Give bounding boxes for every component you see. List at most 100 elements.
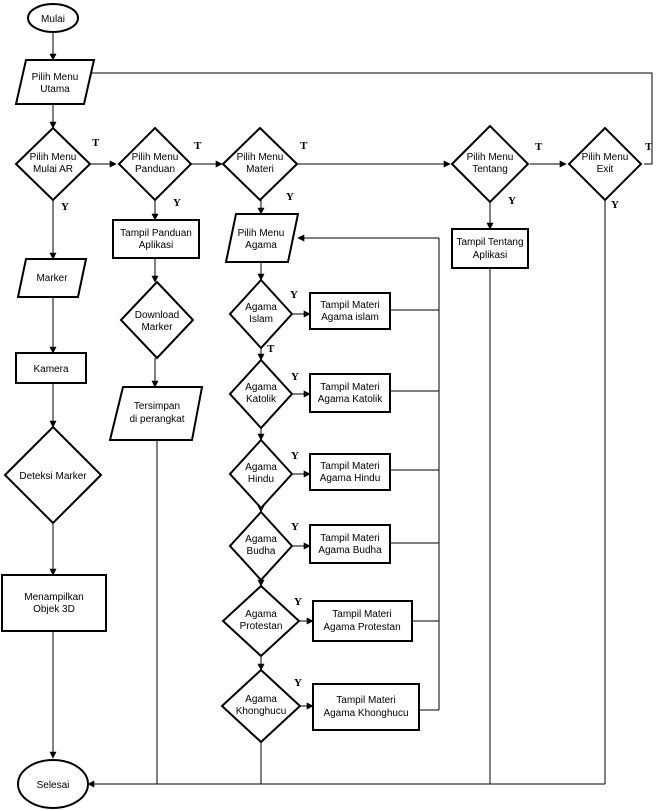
label-t-mulaiar: T — [92, 137, 100, 149]
marker-input: Marker — [16, 258, 88, 298]
label-y-protestan: Y — [294, 596, 302, 608]
tampil-tentang-process: Tampil Tentang Aplikasi — [451, 228, 529, 269]
svg-text:Pilih Menu: Pilih Menu — [237, 152, 284, 163]
decision-katolik: Agama Katolik — [228, 358, 294, 430]
svg-text:Agama Hindu: Agama Hindu — [320, 473, 381, 484]
materi-katolik-process: Tampil Materi Agama Katolik — [309, 373, 391, 413]
svg-text:Agama: Agama — [245, 462, 277, 473]
label-y-mulaiar: Y — [61, 201, 69, 213]
svg-text:Budha: Budha — [247, 546, 276, 557]
svg-text:Menampilkan: Menampilkan — [24, 592, 83, 603]
svg-text:Tampil Materi: Tampil Materi — [320, 533, 379, 544]
svg-text:Pilih Menu: Pilih Menu — [30, 152, 77, 163]
materi-khonghucu-process: Tampil Materi Agama Khonghucu — [312, 683, 420, 731]
svg-text:Hindu: Hindu — [248, 474, 274, 485]
svg-text:Tersimpan: Tersimpan — [134, 401, 180, 412]
label-y-exit: Y — [611, 199, 619, 211]
materi-hindu-process: Tampil Materi Agama Hindu — [309, 453, 391, 491]
branch-labels: T Y T Y T Y T Y T Y Y T Y Y Y Y Y — [61, 137, 653, 689]
svg-text:Marker: Marker — [36, 273, 68, 284]
svg-text:Aplikasi: Aplikasi — [473, 250, 507, 261]
svg-text:Protestan: Protestan — [240, 621, 283, 632]
end-terminal: Selesai — [17, 759, 89, 809]
svg-text:Agama Protestan: Agama Protestan — [323, 622, 400, 633]
svg-text:Agama Katolik: Agama Katolik — [318, 394, 383, 405]
decision-hindu: Agama Hindu — [228, 438, 294, 510]
label-y-khonghucu: Y — [294, 677, 302, 689]
label-t-islam: T — [267, 343, 275, 355]
svg-text:Objek 3D: Objek 3D — [33, 604, 75, 615]
decision-materi: Pilih Menu Materi — [221, 126, 299, 202]
label-y-panduan: Y — [173, 197, 181, 209]
svg-text:Agama Khonghucu: Agama Khonghucu — [323, 708, 408, 719]
pilih-menu-agama: Pilih Menu Agama — [224, 213, 300, 263]
svg-text:Tampil Materi: Tampil Materi — [320, 382, 379, 393]
svg-text:Khonghucu: Khonghucu — [236, 706, 287, 717]
decision-khonghucu: Agama Khonghucu — [220, 668, 302, 744]
svg-text:Kamera: Kamera — [33, 364, 68, 375]
decision-panduan: Pilih Menu Panduan — [117, 126, 193, 202]
svg-text:Islam: Islam — [249, 314, 273, 325]
label-y-islam: Y — [290, 289, 298, 301]
svg-text:Katolik: Katolik — [246, 394, 277, 405]
decision-download-marker: Download Marker — [119, 280, 195, 360]
svg-text:Exit: Exit — [597, 164, 614, 175]
materi-protestan-process: Tampil Materi Agama Protestan — [312, 600, 413, 642]
svg-text:Agama Budha: Agama Budha — [318, 545, 382, 556]
decision-tentang: Pilih Menu Tentang — [450, 124, 530, 204]
start-label: Mulai — [41, 14, 65, 25]
decision-exit: Pilih Menu Exit — [567, 126, 643, 202]
svg-text:Agama: Agama — [245, 609, 277, 620]
svg-text:Tampil Materi: Tampil Materi — [320, 461, 379, 472]
svg-text:Agama: Agama — [245, 240, 277, 251]
svg-text:Pilih Menu: Pilih Menu — [238, 228, 285, 239]
svg-text:Agama: Agama — [245, 382, 277, 393]
svg-text:Aplikasi: Aplikasi — [139, 240, 173, 251]
svg-text:Tampil Tentang: Tampil Tentang — [456, 237, 523, 248]
decision-deteksi-marker: Deteksi Marker — [3, 425, 103, 525]
decision-islam: Agama Islam — [228, 278, 294, 350]
start-terminal: Mulai — [27, 3, 79, 33]
materi-islam-process: Tampil Materi Agama islam — [309, 292, 391, 330]
svg-text:Agama: Agama — [245, 694, 277, 705]
svg-text:Mulai AR: Mulai AR — [33, 164, 73, 175]
label-y-tentang: Y — [508, 195, 516, 207]
svg-text:Tampil Materi: Tampil Materi — [332, 609, 391, 620]
svg-text:Tampil Panduan: Tampil Panduan — [120, 228, 192, 239]
svg-text:Utama: Utama — [40, 84, 70, 95]
decision-mulai-ar: Pilih Menu Mulai AR — [14, 126, 92, 202]
label-y-hindu: Y — [291, 450, 299, 462]
svg-text:Materi: Materi — [246, 164, 274, 175]
svg-text:Tentang: Tentang — [472, 164, 508, 175]
kamera-process: Kamera — [15, 352, 87, 384]
svg-text:Agama: Agama — [245, 534, 277, 545]
materi-budha-process: Tampil Materi Agama Budha — [309, 524, 391, 564]
svg-text:Agama: Agama — [245, 302, 277, 313]
tampil-panduan-process: Tampil Panduan Aplikasi — [112, 219, 200, 259]
svg-text:Tampil Materi: Tampil Materi — [320, 300, 379, 311]
svg-text:Pilih Menu: Pilih Menu — [582, 152, 629, 163]
svg-text:Panduan: Panduan — [135, 164, 175, 175]
svg-text:Tampil Materi: Tampil Materi — [336, 695, 395, 706]
svg-text:Pilih Menu: Pilih Menu — [32, 72, 79, 83]
label-t-exit: T — [645, 141, 653, 153]
decision-protestan: Agama Protestan — [221, 584, 301, 658]
label-t-panduan: T — [194, 140, 202, 152]
svg-text:Pilih Menu: Pilih Menu — [132, 152, 179, 163]
edges — [49, 32, 653, 788]
end-label: Selesai — [37, 780, 70, 791]
svg-text:Agama islam: Agama islam — [321, 312, 379, 323]
label-t-materi: T — [300, 140, 308, 152]
label-y-budha: Y — [291, 521, 299, 533]
decision-budha: Agama Budha — [228, 510, 294, 582]
pilih-menu-utama: Pilih Menu Utama — [14, 59, 96, 105]
label-y-materi: Y — [286, 191, 294, 203]
edge-exit-utama — [83, 69, 653, 165]
label-y-katolik: Y — [291, 371, 299, 383]
label-t-tentang: T — [535, 141, 543, 153]
objek-3d-process: Menampilkan Objek 3D — [1, 574, 107, 632]
svg-text:Marker: Marker — [141, 322, 173, 333]
tersimpan-output: Tersimpan di perangkat — [108, 386, 204, 441]
